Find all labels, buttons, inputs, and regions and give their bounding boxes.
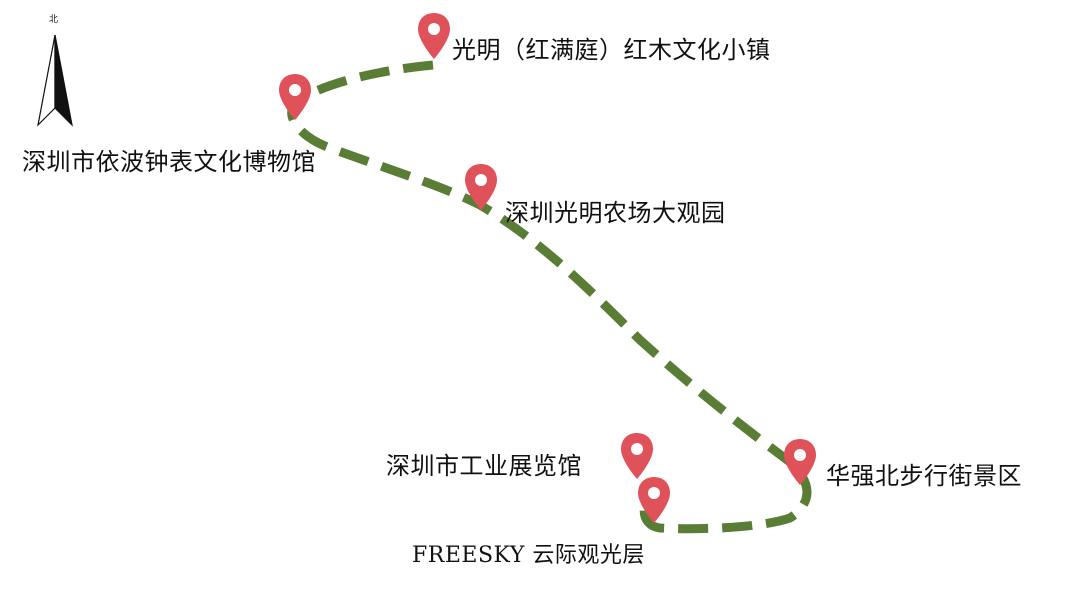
place-label-guangming-farm: 深圳光明农场大观园 <box>505 199 726 227</box>
place-label-huaqiangbei: 华强北步行街景区 <box>826 462 1022 490</box>
map-pin-icon[interactable] <box>464 163 498 211</box>
place-label-yibo-clock-museum: 深圳市依波钟表文化博物馆 <box>22 148 316 176</box>
map-pin-icon[interactable] <box>620 432 654 480</box>
map-pin-icon[interactable] <box>278 73 312 121</box>
place-label-freesky: FREESKY 云际观光层 <box>412 543 645 568</box>
north-label: 北 <box>49 15 59 25</box>
map-pin-icon[interactable] <box>417 12 451 60</box>
place-label-guangming-hongmanting: 光明（红满庭）红木文化小镇 <box>452 36 771 64</box>
map-pin-icon[interactable] <box>637 476 671 524</box>
north-arrow-icon <box>37 34 73 127</box>
place-label-industry-exhibition-hall: 深圳市工业展览馆 <box>386 452 582 480</box>
map-pin-icon[interactable] <box>783 438 817 486</box>
